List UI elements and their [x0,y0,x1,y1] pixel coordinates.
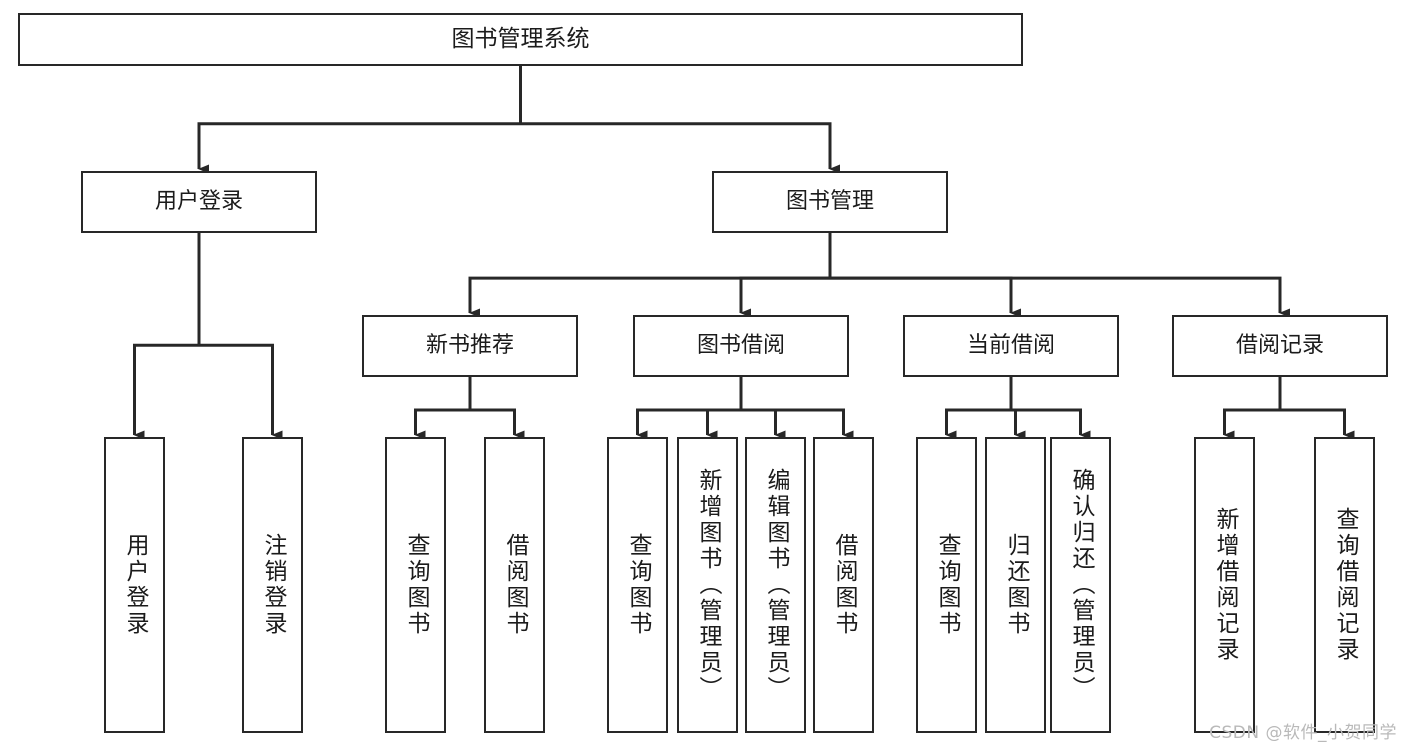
node-label: 图书借阅 [696,332,785,358]
connector-arrow [133,343,199,440]
node-l3-1[interactable]: 新书推荐 [362,315,578,377]
connector-arrow [739,276,830,318]
connector-arrow [636,408,741,440]
node-leaf-11[interactable]: 确认归还（管理员） [1050,437,1111,733]
connector-arrow [197,122,521,174]
node-label: 新增图书（管理员） [695,468,721,702]
connector-arrow [414,408,470,440]
node-leaf-1[interactable]: 用户登录 [104,437,165,733]
connector-arrow [830,276,1290,318]
node-leaf-4[interactable]: 借阅图书 [484,437,545,733]
node-leaf-5[interactable]: 查询图书 [607,437,668,733]
node-leaf-10[interactable]: 归还图书 [985,437,1046,733]
connector-arrow [830,276,1021,318]
node-label: 注销登录 [260,533,286,637]
connector-arrow [468,276,830,318]
node-label: 查询图书 [403,533,429,637]
node-label: 借阅记录 [1235,332,1324,358]
node-label: 新书推荐 [425,332,514,358]
node-label: 查询图书 [625,533,651,637]
connector-arrow [1011,408,1026,440]
connector-arrow [741,408,786,440]
node-l3-4[interactable]: 借阅记录 [1172,315,1388,377]
node-label: 查询图书 [934,533,960,637]
connector-arrow [1280,408,1355,440]
node-label: 确认归还（管理员） [1068,468,1094,702]
node-leaf-6[interactable]: 新增图书（管理员） [677,437,738,733]
node-leaf-9[interactable]: 查询图书 [916,437,977,733]
connector-arrow [470,408,525,440]
node-label: 查询借阅记录 [1332,507,1358,663]
node-l3-2[interactable]: 图书借阅 [633,315,849,377]
node-label: 归还图书 [1003,533,1029,637]
node-leaf-13[interactable]: 查询借阅记录 [1314,437,1375,733]
node-label: 当前借阅 [966,332,1055,358]
node-root[interactable]: 图书管理系统 [18,13,1023,66]
node-label: 图书管理 [785,188,874,214]
connector-arrow [1223,408,1280,440]
node-label: 编辑图书（管理员） [763,468,789,702]
node-leaf-3[interactable]: 查询图书 [385,437,446,733]
node-label: 新增借阅记录 [1212,507,1238,663]
connector-arrow [945,408,1011,440]
node-leaf-12[interactable]: 新增借阅记录 [1194,437,1255,733]
node-l2-1[interactable]: 用户登录 [81,171,317,233]
connector-arrow [706,408,741,440]
node-label: 用户登录 [154,188,243,214]
watermark: CSDN @软件_小贺同学 [1209,723,1397,743]
connector-arrow [199,343,283,440]
node-l2-2[interactable]: 图书管理 [712,171,948,233]
node-label: 用户登录 [122,533,148,637]
node-leaf-2[interactable]: 注销登录 [242,437,303,733]
node-l3-3[interactable]: 当前借阅 [903,315,1119,377]
node-label: 借阅图书 [502,533,528,637]
connector-arrow [520,122,840,174]
connector-arrow [1011,408,1091,440]
connector-arrow [741,408,854,440]
node-leaf-7[interactable]: 编辑图书（管理员） [745,437,806,733]
node-label: 借阅图书 [831,533,857,637]
node-label: 图书管理系统 [451,25,590,52]
node-leaf-8[interactable]: 借阅图书 [813,437,874,733]
